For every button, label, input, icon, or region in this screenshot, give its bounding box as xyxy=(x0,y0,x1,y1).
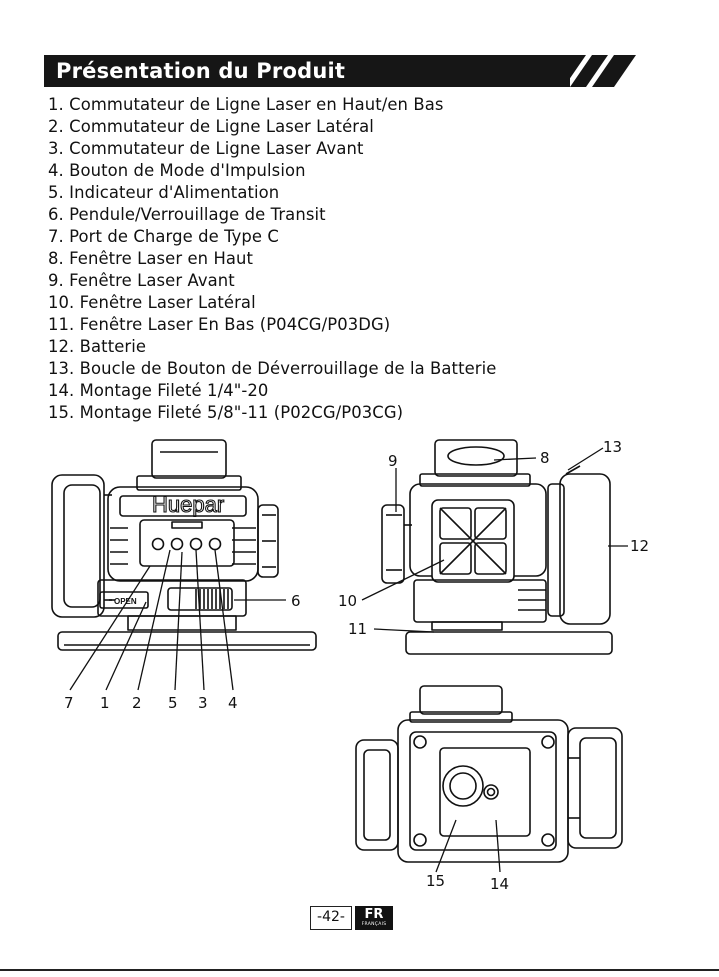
feature-item: 9. Fenêtre Laser Avant xyxy=(48,271,235,290)
feature-item: 11. Fenêtre Laser En Bas (P04CG/P03DG) xyxy=(48,315,391,334)
feature-item: 7. Port de Charge de Type C xyxy=(48,227,279,246)
callout-8: 8 xyxy=(540,449,550,467)
callout-7: 7 xyxy=(64,694,74,712)
product-diagram: Huepar OPEN 7 1 2 5 3 4 6 9 8 13 12 10 1… xyxy=(51,438,649,893)
bottom-view xyxy=(355,685,623,863)
feature-item: 15. Montage Fileté 5/8"-11 (P02CG/P03CG) xyxy=(48,403,404,422)
feature-item: 4. Bouton de Mode d'Impulsion xyxy=(48,161,306,180)
open-label: OPEN xyxy=(114,597,137,606)
callout-3: 3 xyxy=(198,694,208,712)
feature-item: 12. Batterie xyxy=(48,337,147,356)
callout-2: 2 xyxy=(132,694,142,712)
callout-5: 5 xyxy=(168,694,178,712)
feature-list: 1. Commutateur de Ligne Laser en Haut/en… xyxy=(48,94,496,424)
language-name: FRANÇAIS xyxy=(361,922,387,927)
feature-item: 2. Commutateur de Ligne Laser Latéral xyxy=(48,117,374,136)
language-code: FR xyxy=(364,907,384,922)
feature-item: 14. Montage Fileté 1/4"-20 xyxy=(48,381,269,400)
callout-10: 10 xyxy=(338,592,357,610)
callout-13: 13 xyxy=(603,438,622,456)
callout-9: 9 xyxy=(388,452,398,470)
feature-item: 3. Commutateur de Ligne Laser Avant xyxy=(48,139,364,158)
feature-item: 5. Indicateur d'Alimentation xyxy=(48,183,280,202)
callout-1: 1 xyxy=(100,694,110,712)
callout-4: 4 xyxy=(228,694,238,712)
brand-logo: Huepar xyxy=(152,492,224,517)
callout-6: 6 xyxy=(291,592,301,610)
bottom-divider xyxy=(0,969,719,971)
callout-14: 14 xyxy=(490,875,509,893)
language-badge: FR FRANÇAIS xyxy=(355,906,393,930)
title-bar xyxy=(44,55,570,87)
callout-12: 12 xyxy=(630,537,649,555)
page-number: -42- xyxy=(310,906,352,930)
feature-item: 13. Boucle de Bouton de Déverrouillage d… xyxy=(48,359,497,378)
side-view xyxy=(381,439,613,655)
page-title: Présentation du Produit xyxy=(56,59,346,83)
feature-item: 8. Fenêtre Laser en Haut xyxy=(48,249,254,268)
front-view xyxy=(51,439,317,651)
title-stripes-decoration xyxy=(548,55,636,87)
callout-11: 11 xyxy=(348,620,367,638)
callout-15: 15 xyxy=(426,872,445,890)
feature-item: 6. Pendule/Verrouillage de Transit xyxy=(48,205,326,224)
feature-item: 10. Fenêtre Laser Latéral xyxy=(48,293,256,312)
feature-item: 1. Commutateur de Ligne Laser en Haut/en… xyxy=(48,95,444,114)
